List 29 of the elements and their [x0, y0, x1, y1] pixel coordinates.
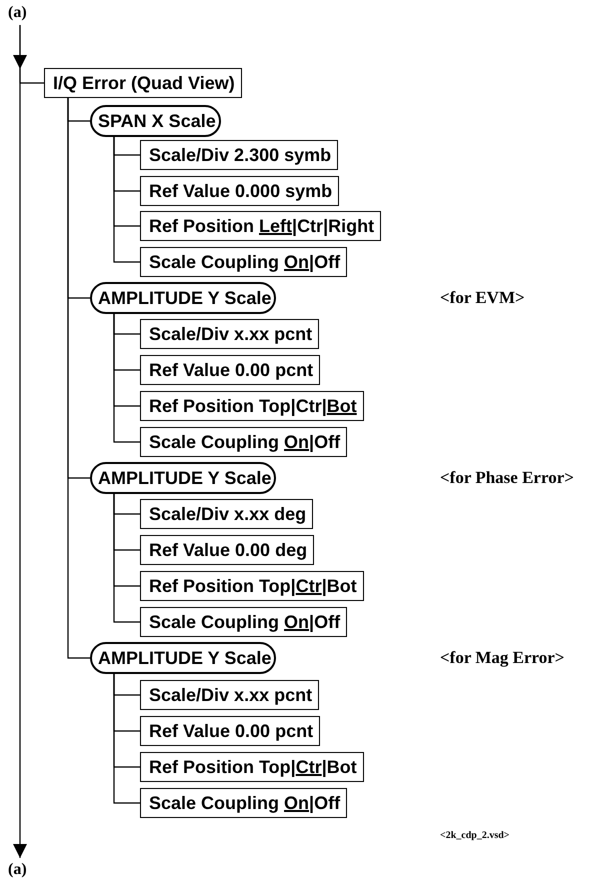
menu-item: Scale/Div x.xx pcnt [140, 319, 320, 349]
file-name-note: <2k_cdp_2.vsd> [440, 830, 510, 841]
menu-item: Scale/Div x.xx pcnt [140, 680, 320, 710]
connector-label: (a) [8, 5, 27, 21]
menu-item: Scale/Div 2.300 symb [140, 140, 338, 170]
menu-item: Ref Value 0.00 deg [140, 535, 314, 565]
menu-item: Ref Position Top|Ctr|Bot [140, 391, 364, 421]
tree-line [19, 25, 44, 84]
menu-item: I/Q Error (Quad View) [44, 68, 242, 98]
tree-line [113, 137, 140, 263]
menu-item: Scale/Div x.xx deg [140, 499, 314, 529]
tree-line [113, 494, 140, 623]
view-note: <for Phase Error> [440, 468, 574, 488]
menu-item: Scale Coupling On|Off [140, 427, 348, 457]
menu-item: Ref Value 0.000 symb [140, 176, 340, 206]
connector-label: (a) [8, 862, 27, 878]
tree-line [113, 314, 140, 443]
tree-line [113, 674, 140, 804]
menu-item: Ref Position Top|Ctr|Bot [140, 571, 364, 601]
view-note: <for EVM> [440, 288, 525, 308]
menu-item: Scale Coupling On|Off [140, 607, 348, 637]
menu-item: Scale Coupling On|Off [140, 247, 348, 277]
menu-item: Ref Position Left|Ctr|Right [140, 211, 382, 241]
view-note: <for Mag Error> [440, 648, 564, 668]
menu-item: Scale Coupling On|Off [140, 788, 348, 818]
menu-item: Ref Value 0.00 pcnt [140, 355, 320, 385]
tree-line [67, 98, 90, 659]
menu-item: Ref Position Top|Ctr|Bot [140, 752, 364, 782]
menu-item: Ref Value 0.00 pcnt [140, 716, 320, 746]
